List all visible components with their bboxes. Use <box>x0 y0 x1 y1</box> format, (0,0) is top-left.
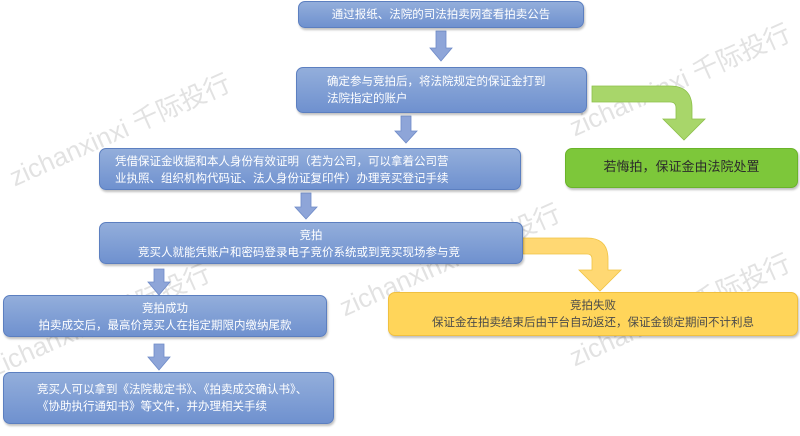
down-arrow-3 <box>294 192 318 220</box>
step-documents-line2: 《协助执行通知书》等文件，并办理相关手续 <box>37 399 267 413</box>
step-success-title: 竞拍成功 <box>142 301 188 315</box>
green-elbow-arrow <box>591 85 706 141</box>
forfeit-box: 若悔拍，保证金由法院处置 <box>565 148 798 188</box>
step-bidding-text: 竞买人就能凭账户和密码登录电子竞价系统或到竞买现场参与竞 <box>138 245 460 259</box>
step-announcement-text: 通过报纸、法院的司法拍卖网查看拍卖公告 <box>331 7 551 21</box>
step-bidding: 竞拍 竞买人就能凭账户和密码登录电子竞价系统或到竞买现场参与竞 <box>99 222 523 264</box>
down-arrow-1 <box>429 30 453 62</box>
step-documents: 竞买人可以拿到《法院裁定书》、《拍卖成交确认书》、 《协助执行通知书》等文件，并… <box>3 372 334 424</box>
failure-box: 竞拍失败 保证金在拍卖结束后由平台自动返还，保证金锁定期间不计利息 <box>388 292 798 336</box>
step-bidding-title: 竞拍 <box>299 228 323 242</box>
watermark: zichanxinxi 千际投行 <box>564 17 795 143</box>
down-arrow-4 <box>147 268 171 296</box>
down-arrow-2 <box>394 115 418 144</box>
forfeit-text: 若悔拍，保证金由法院处置 <box>603 160 760 175</box>
failure-text: 保证金在拍卖结束后由平台自动返还，保证金锁定期间不计利息 <box>432 315 754 329</box>
yellow-elbow-arrow <box>522 237 622 292</box>
step-success: 竞拍成功 拍卖成交后，最高价竞买人在指定期限内缴纳尾款 <box>3 295 327 337</box>
step-deposit: 确定参与竞拍后，将法院规定的保证金打到 法院指定的账户 <box>296 67 587 113</box>
step-deposit-line2: 法院指定的账户 <box>327 91 408 105</box>
step-success-text: 拍卖成交后，最高价竞买人在指定期限内缴纳尾款 <box>38 318 292 332</box>
step-announcement: 通过报纸、法院的司法拍卖网查看拍卖公告 <box>298 1 584 28</box>
step-deposit-line1: 确定参与竞拍后，将法院规定的保证金打到 <box>327 74 546 88</box>
step-registration: 凭借保证金收据和本人身份有效证明（若为公司，可以拿着公司营 业执照、组织机构代码… <box>99 148 521 190</box>
down-arrow-5 <box>147 343 171 371</box>
step-registration-line1: 凭借保证金收据和本人身份有效证明（若为公司，可以拿着公司营 <box>115 154 449 168</box>
step-documents-line1: 竞买人可以拿到《法院裁定书》、《拍卖成交确认书》、 <box>37 382 308 396</box>
failure-title: 竞拍失败 <box>570 298 616 312</box>
step-registration-line2: 业执照、组织机构代码证、法人身份证复印件）办理竞买登记手续 <box>115 171 449 185</box>
